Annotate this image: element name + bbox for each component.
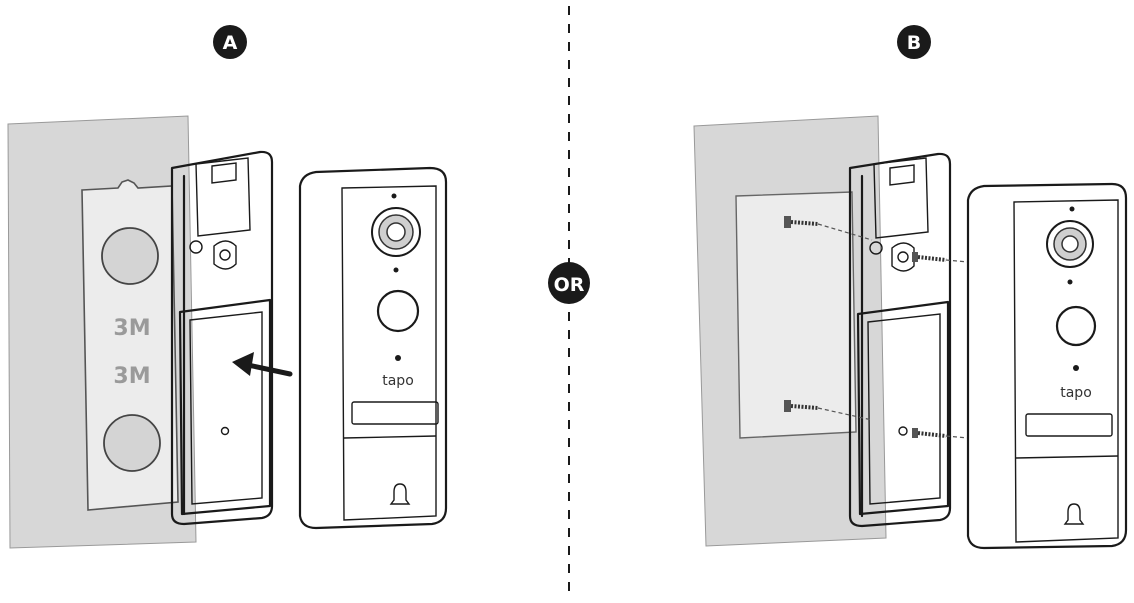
step-a-label: A [223, 32, 238, 54]
screw-top-left [784, 216, 873, 241]
tape-label-bottom: 3M [113, 364, 150, 389]
screw-top-right [912, 252, 969, 263]
adhesive-tape: 3M 3M [81, 179, 179, 511]
tape-circle-bottom [103, 414, 161, 472]
mount-cutout [735, 191, 857, 439]
step-b-label: B [907, 32, 921, 54]
doorbell-brand-a: tapo [382, 373, 414, 389]
step-b-badge: B [897, 25, 931, 59]
mounting-bracket-a [170, 150, 274, 526]
wall-panel-b [693, 115, 887, 547]
mounting-bracket-b [848, 152, 952, 528]
camera-lens-icon [1046, 220, 1094, 268]
tape-label-top: 3M [113, 316, 150, 341]
screw-bottom-right [912, 428, 969, 439]
arrow-left-icon [232, 352, 293, 377]
or-divider: OR [548, 6, 590, 600]
or-label: OR [554, 274, 585, 296]
step-a-badge: A [213, 25, 247, 59]
doorbell-brand-b: tapo [1060, 385, 1092, 401]
camera-lens-icon [371, 207, 421, 257]
bell-icon [1063, 503, 1085, 525]
bell-icon [389, 483, 411, 505]
tape-circle-top [101, 227, 159, 285]
doorbell-device-b: tapo [966, 182, 1128, 550]
doorbell-device-a: tapo [298, 166, 448, 530]
screw-bottom-left [784, 400, 873, 421]
screw-icon [784, 216, 969, 439]
